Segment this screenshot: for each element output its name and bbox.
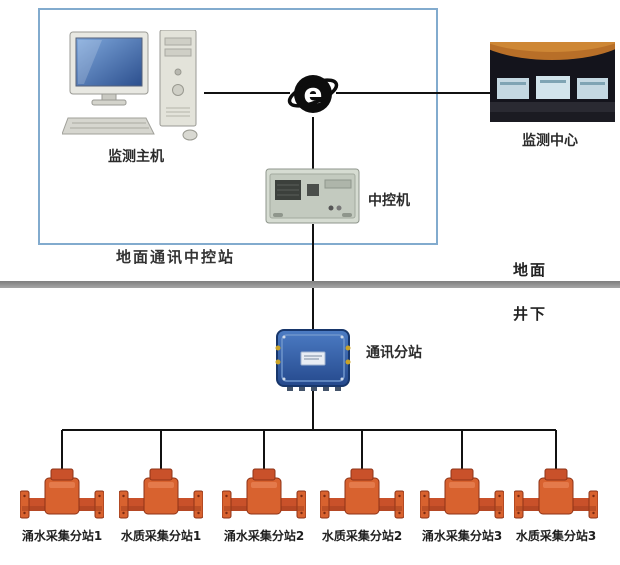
device-label: 涌水采集分站3 (421, 529, 503, 543)
internet-e-icon: e (287, 75, 339, 113)
rack-server-illustration (265, 168, 360, 224)
monitor-host-label: 监测主机 (108, 149, 164, 165)
control-room-photo (470, 4, 620, 122)
device-label: 水质采集分站1 (120, 529, 202, 543)
underground-label: 井下 (513, 305, 548, 323)
device-label: 涌水采集分站1 (21, 529, 103, 543)
monitor-center-label: 监测中心 (522, 133, 578, 149)
collection-device-icon (221, 468, 307, 519)
device-column-5: 涌水采集分站3 (410, 468, 514, 544)
substation-box-illustration (275, 329, 351, 391)
central-controller-label: 中控机 (368, 193, 410, 209)
ground-station-label: 地面通讯中控站 (116, 248, 236, 266)
monitor-host-node (61, 29, 202, 146)
device-column-2: 水质采集分站1 (109, 468, 213, 544)
collection-device-icon (319, 468, 405, 519)
monitor-center-node (470, 4, 620, 126)
device-label: 水质采集分站2 (321, 529, 403, 543)
desktop-computer-illustration (61, 29, 198, 141)
surface-label: 地面 (513, 261, 548, 279)
device-column-4: 水质采集分站2 (310, 468, 414, 544)
device-column-3: 涌水采集分站2 (212, 468, 316, 544)
collection-device-icon (513, 468, 599, 519)
comm-substation-label: 通讯分站 (366, 345, 422, 361)
surface-divider (0, 281, 620, 288)
device-column-6: 水质采集分站3 (504, 468, 608, 544)
collection-device-icon (19, 468, 105, 519)
device-label: 涌水采集分站2 (223, 529, 305, 543)
internet-node: e (287, 67, 339, 123)
collection-device-icon (118, 468, 204, 519)
device-column-1: 涌水采集分站1 (10, 468, 114, 544)
collection-device-icon (419, 468, 505, 519)
central-controller-node (265, 168, 360, 228)
comm-substation-node (275, 328, 351, 396)
device-label: 水质采集分站3 (515, 529, 597, 543)
